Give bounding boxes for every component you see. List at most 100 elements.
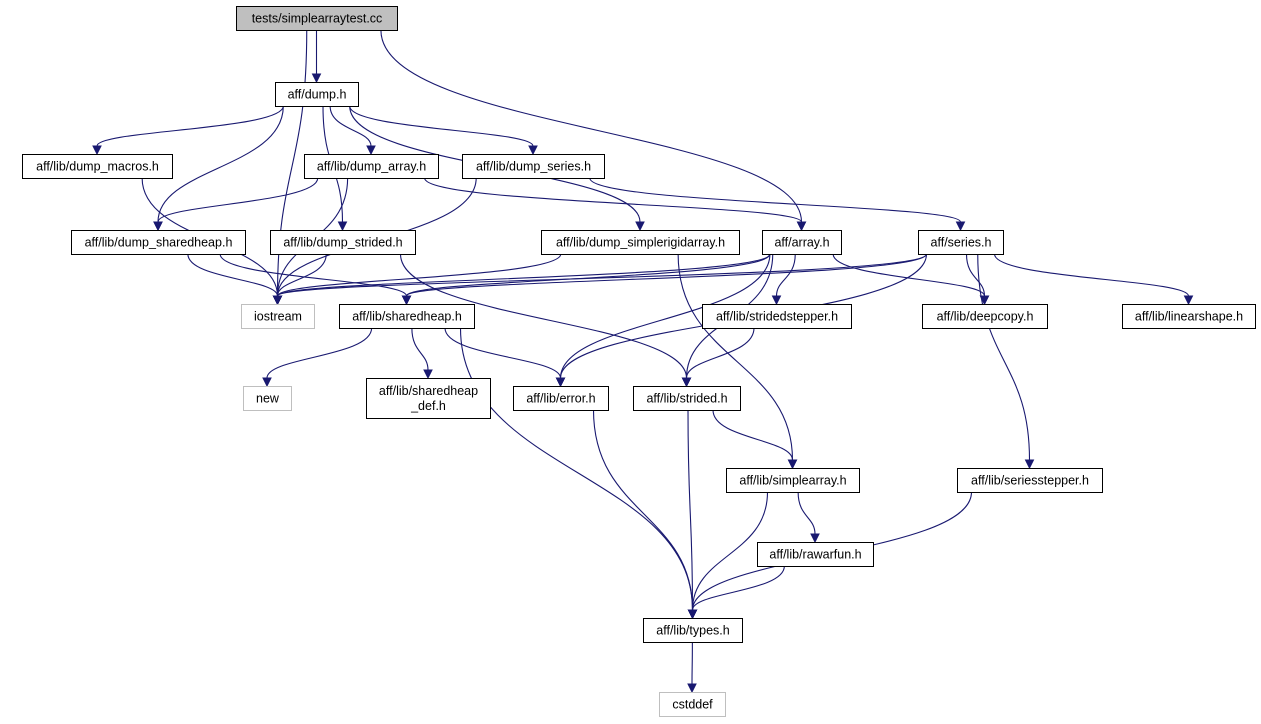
- node-label: aff/lib/stridedstepper.h: [716, 310, 838, 324]
- node-label: aff/lib/dump_sharedheap.h: [85, 236, 233, 250]
- node-box: [270, 230, 416, 255]
- node-box: [22, 154, 173, 179]
- node-label: aff/lib/linearshape.h: [1135, 310, 1243, 324]
- node-box: [726, 468, 860, 493]
- edge-dump-to-dump_sharedheap: [153, 105, 284, 232]
- arrowhead-icon: [366, 145, 376, 156]
- arrowhead-icon: [272, 295, 283, 306]
- arrowhead-icon: [635, 221, 645, 232]
- edge-line: [592, 409, 694, 611]
- node-box: [918, 230, 1004, 255]
- node-dump_array[interactable]: aff/lib/dump_array.h: [304, 154, 439, 179]
- edge-error-to-types: [592, 409, 698, 620]
- node-box: [275, 82, 359, 107]
- edge-line: [411, 327, 429, 371]
- arrowhead-icon: [771, 295, 782, 306]
- node-box: [462, 154, 605, 179]
- arrowhead-icon: [955, 221, 966, 232]
- node-box: [71, 230, 246, 255]
- node-iostream[interactable]: iostream: [241, 304, 315, 329]
- node-stridedstepper[interactable]: aff/lib/stridedstepper.h: [702, 304, 852, 329]
- node-new[interactable]: new: [243, 386, 292, 411]
- node-dump_series[interactable]: aff/lib/dump_series.h: [462, 154, 605, 179]
- node-seriesstepper[interactable]: aff/lib/seriesstepper.h: [957, 468, 1103, 493]
- node-label: _def.h: [410, 399, 446, 413]
- edge-dump_sharedheap-to-iostream: [187, 253, 283, 306]
- node-label: aff/lib/sharedheap.h: [352, 310, 462, 324]
- edge-sharedheap-to-types: [459, 327, 698, 620]
- node-dump_macros[interactable]: aff/lib/dump_macros.h: [22, 154, 173, 179]
- node-sharedheap_def[interactable]: aff/lib/sharedheap_def.h: [366, 378, 491, 419]
- edge-line: [329, 105, 372, 147]
- edge-line: [993, 253, 1190, 297]
- node-deepcopy[interactable]: aff/lib/deepcopy.h: [922, 304, 1048, 329]
- node-error[interactable]: aff/lib/error.h: [513, 386, 609, 411]
- node-strided[interactable]: aff/lib/strided.h: [633, 386, 741, 411]
- edge-line: [157, 177, 319, 223]
- arrowhead-icon: [796, 221, 807, 232]
- arrowhead-icon: [787, 459, 798, 470]
- edge-strided-to-types: [687, 409, 698, 620]
- arrowhead-icon: [687, 683, 697, 694]
- edge-line: [691, 565, 785, 611]
- node-dump[interactable]: aff/dump.h: [275, 82, 359, 107]
- edge-sharedheap-to-sharedheap_def: [411, 327, 433, 380]
- edge-dump-to-dump_series: [349, 105, 538, 156]
- edge-line: [219, 253, 408, 297]
- node-label: aff/array.h: [774, 236, 829, 250]
- node-rawarfun[interactable]: aff/lib/rawarfun.h: [757, 542, 874, 567]
- arrowhead-icon: [92, 145, 102, 156]
- edge-dump_series-to-series: [589, 177, 966, 232]
- edge-line: [685, 327, 755, 379]
- edge-strided-to-simplearray: [712, 409, 798, 470]
- node-dump_strided[interactable]: aff/lib/dump_strided.h: [270, 230, 416, 255]
- arrowhead-icon: [810, 533, 820, 544]
- edge-stridedstepper-to-strided: [681, 327, 755, 388]
- edge-dump_sharedheap-to-sharedheap: [219, 253, 412, 306]
- node-root[interactable]: tests/simplearraytest.cc: [236, 6, 398, 31]
- node-label: tests/simplearraytest.cc: [252, 12, 383, 26]
- node-array[interactable]: aff/array.h: [762, 230, 842, 255]
- arrowhead-icon: [1183, 295, 1194, 306]
- node-dump_simplerigidarray[interactable]: aff/lib/dump_simplerigidarray.h: [541, 230, 740, 255]
- node-types[interactable]: aff/lib/types.h: [643, 618, 743, 643]
- arrowhead-icon: [153, 221, 163, 232]
- arrowhead-icon: [311, 73, 322, 84]
- node-box: [1122, 304, 1256, 329]
- edge-root-to-iostream: [272, 29, 308, 306]
- edge-line: [677, 253, 794, 461]
- edge-array-to-stridedstepper: [771, 253, 796, 306]
- node-cstddef[interactable]: cstddef: [659, 692, 726, 717]
- edge-line: [712, 409, 794, 461]
- arrowhead-icon: [687, 609, 698, 620]
- node-linearshape[interactable]: aff/lib/linearshape.h: [1122, 304, 1256, 329]
- node-box: [643, 618, 743, 643]
- node-box: [922, 304, 1048, 329]
- node-box: [366, 378, 491, 419]
- node-box: [241, 304, 315, 329]
- node-label: aff/series.h: [931, 236, 992, 250]
- edge-line: [380, 29, 803, 223]
- node-box: [702, 304, 852, 329]
- arrowhead-icon: [423, 369, 433, 380]
- node-simplearray[interactable]: aff/lib/simplearray.h: [726, 468, 860, 493]
- node-label: aff/lib/deepcopy.h: [937, 310, 1034, 324]
- node-sharedheap[interactable]: aff/lib/sharedheap.h: [339, 304, 475, 329]
- edge-simplearray-to-rawarfun: [797, 491, 820, 544]
- edge-line: [797, 491, 816, 535]
- nodes-layer: tests/simplearraytest.cc aff/dump.h aff/li…: [22, 6, 1256, 717]
- node-box: [957, 468, 1103, 493]
- edge-rawarfun-to-types: [687, 565, 785, 620]
- node-label: aff/lib/simplearray.h: [739, 474, 846, 488]
- edge-simplearray-to-types: [687, 491, 769, 620]
- node-dump_sharedheap[interactable]: aff/lib/dump_sharedheap.h: [71, 230, 246, 255]
- edge-root-to-array: [380, 29, 807, 232]
- node-series[interactable]: aff/series.h: [918, 230, 1004, 255]
- arrowhead-icon: [401, 295, 412, 306]
- edge-series-to-seriesstepper: [977, 253, 1035, 470]
- node-label: aff/lib/rawarfun.h: [769, 548, 861, 562]
- edge-line: [276, 29, 308, 297]
- edge-line: [559, 253, 771, 379]
- node-label: cstddef: [672, 698, 713, 712]
